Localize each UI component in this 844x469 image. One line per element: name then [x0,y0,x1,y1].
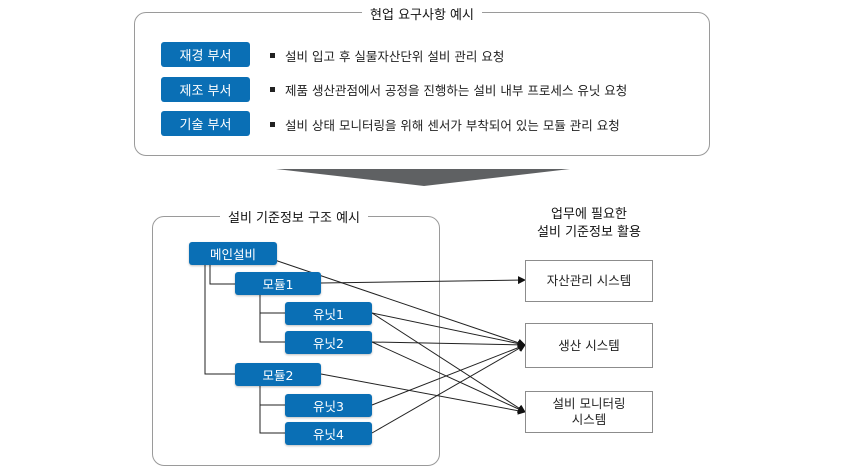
tree-connectors [204,264,285,434]
node-module1: 모듈1 [235,272,321,295]
node-unit3: 유닛3 [285,394,372,417]
usage-title-line2: 설비 기준정보 활용 [537,225,641,240]
requirement-finance: 설비 입고 후 실물자산단위 설비 관리 요청 [270,46,504,65]
system-label-line2: 시스템 [571,412,607,427]
node-main-equipment: 메인설비 [189,242,277,265]
usage-title: 업무에 필요한 설비 기준정보 활용 [537,206,641,242]
system-asset-management: 자산관리 시스템 [525,260,653,302]
requirements-title: 현업 요구사항 예시 [362,4,482,23]
node-module2: 모듈2 [235,363,321,386]
requirement-text: 설비 상태 모니터링을 위해 센서가 부착되어 있는 모듈 관리 요청 [285,118,620,133]
dept-finance: 재경 부서 [161,42,250,67]
system-label: 자산관리 시스템 [546,273,632,288]
bullet-icon [270,122,275,127]
bullet-icon [270,87,275,92]
system-equipment-monitoring: 설비 모니터링 시스템 [525,391,653,433]
down-arrow-band [276,169,570,186]
requirement-text: 제품 생산관점에서 공정을 진행하는 설비 내부 프로세스 유닛 요청 [285,83,628,98]
usage-title-line1: 업무에 필요한 [551,207,627,222]
requirement-text: 설비 입고 후 실물자산단위 설비 관리 요청 [285,49,505,64]
bullet-icon [270,53,275,58]
system-arrows [256,253,526,434]
system-label: 생산 시스템 [558,337,620,353]
dept-manufacturing: 제조 부서 [161,77,250,102]
requirement-engineering: 설비 상태 모니터링을 위해 센서가 부착되어 있는 모듈 관리 요청 [270,115,620,134]
node-unit4: 유닛4 [285,422,372,445]
system-label-line1: 설비 모니터링 [552,396,626,411]
structure-title: 설비 기준정보 구조 예시 [220,207,368,226]
node-unit1: 유닛1 [285,302,372,325]
node-unit2: 유닛2 [285,331,372,354]
requirement-manufacturing: 제품 생산관점에서 공정을 진행하는 설비 내부 프로세스 유닛 요청 [270,80,627,99]
dept-engineering: 기술 부서 [161,111,250,136]
system-production: 생산 시스템 [525,323,653,368]
